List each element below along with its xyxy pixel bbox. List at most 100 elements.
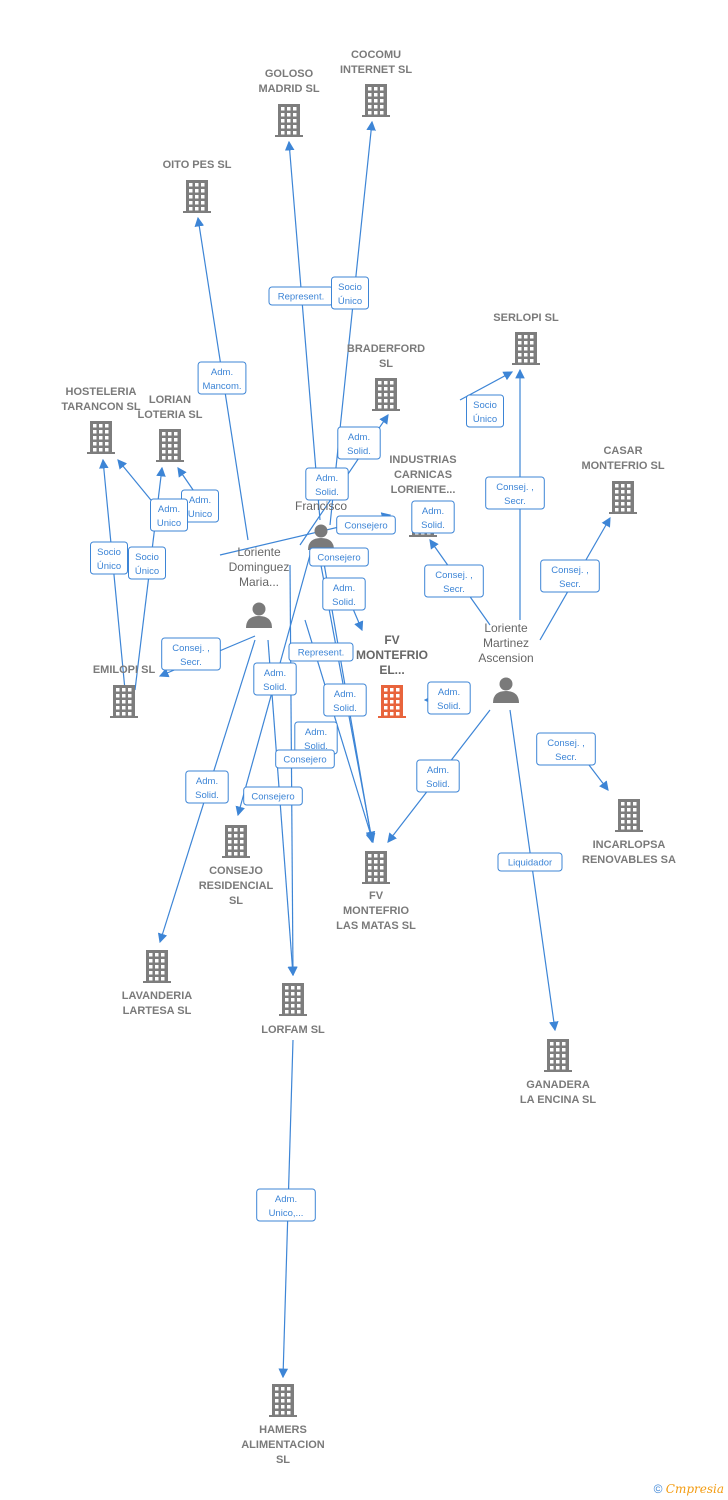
relation-tag-line: Socio	[338, 282, 362, 293]
person-ascension-label-line: Martinez	[483, 636, 529, 650]
relation-tag-line: Secr.	[504, 496, 526, 507]
company-casar-label-line: CASAR	[603, 445, 642, 457]
relation-tag-line: Adm.	[158, 504, 180, 515]
relation-tag-r6-text: Adm.Solid.	[315, 473, 339, 498]
company-serlopi-icon[interactable]	[512, 332, 540, 365]
relation-tag-r22[interactable]: Adm.Solid.	[323, 683, 367, 717]
relation-tag-line: Solid.	[304, 741, 328, 752]
company-incarlopsa-label-line: INCARLOPSA	[593, 839, 666, 851]
focus-company-label-line: EL...	[379, 663, 404, 677]
company-hamers-icon[interactable]	[269, 1384, 297, 1417]
relation-tag-r10[interactable]: Consejero	[336, 515, 396, 535]
relation-tag-r9[interactable]: Adm.Unico	[150, 498, 188, 532]
relation-tag-r22-text: Adm.Solid.	[333, 689, 357, 714]
relation-tag-r25[interactable]: Adm.Solid.	[185, 770, 229, 804]
relation-tag-line: Único	[338, 296, 362, 307]
company-braderford-icon[interactable]	[372, 378, 400, 411]
relation-tag-r30-text: Adm.Unico,...	[269, 1194, 304, 1219]
relation-tag-r8-text: Adm.Unico	[188, 495, 212, 520]
relation-tag-r28[interactable]: Consej. ,Secr.	[536, 732, 596, 766]
relation-tag-line: Represent.	[298, 648, 344, 659]
company-lorfam-label-line: LORFAM SL	[261, 1024, 325, 1036]
relation-tag-line: Consej. ,	[172, 643, 210, 654]
company-industrias-label-line: CARNICAS	[394, 469, 452, 481]
relation-tag-r1[interactable]: Represent.	[268, 286, 334, 306]
empresia-credit[interactable]: © Cmpresia	[654, 1482, 724, 1496]
company-lorfam-icon[interactable]	[279, 983, 307, 1016]
relation-tag-r5[interactable]: Adm. Solid.	[337, 426, 381, 460]
focus-company-icon[interactable]	[378, 685, 406, 718]
relation-tag-r17[interactable]: Adm.Solid.	[322, 577, 366, 611]
relation-tag-r7[interactable]: Consej. ,Secr.	[485, 476, 545, 510]
person-ascension-label-line: Ascension	[478, 651, 533, 665]
relation-tag-r15-text: Consej. ,Secr.	[435, 570, 473, 595]
company-ganadera-label-line: LA ENCINA SL	[520, 1094, 596, 1106]
relation-tag-line: Mancom.	[202, 381, 241, 392]
relation-tag-r15[interactable]: Consej. ,Secr.	[424, 564, 484, 598]
relation-edge	[267, 639, 298, 977]
company-fvmatas-label-line: MONTEFRIO	[343, 905, 409, 917]
company-consejo-label-line: RESIDENCIAL	[199, 880, 274, 892]
relation-tag-line: Consej. ,	[435, 570, 473, 581]
person-ascension-icon[interactable]	[493, 677, 519, 704]
empresia-logo-text: mpresia	[674, 1482, 724, 1496]
relation-tag-line: Secr.	[555, 752, 577, 763]
company-emilopi-icon[interactable]	[110, 685, 138, 718]
company-hosteleria-icon[interactable]	[87, 421, 115, 454]
relation-tag-r16[interactable]: Consej. ,Secr.	[540, 559, 600, 593]
relation-tag-r19-text: Adm.Solid.	[263, 668, 287, 693]
company-fvmatas-icon[interactable]	[362, 851, 390, 884]
company-casar-icon[interactable]	[609, 481, 637, 514]
company-goloso-icon[interactable]	[275, 104, 303, 137]
relation-edge	[284, 140, 321, 521]
relation-tag-line: Adm.	[264, 668, 286, 679]
person-maria-icon[interactable]	[246, 602, 272, 629]
relation-tag-r11[interactable]: Adm.Solid.	[411, 500, 455, 534]
relation-tag-r29[interactable]: Liquidador	[497, 852, 563, 872]
relation-tag-r6[interactable]: Adm.Solid.	[305, 467, 349, 501]
relation-tag-r3[interactable]: Adm.Mancom.	[197, 361, 247, 395]
relation-tag-line: Socio	[135, 552, 159, 563]
company-lavanderia-icon[interactable]	[143, 950, 171, 983]
relation-tag-line: Adm.	[275, 1194, 297, 1205]
relation-tag-line: Solid.	[347, 446, 371, 457]
relation-tag-r14[interactable]: Consejero	[309, 547, 369, 567]
relation-tag-r19[interactable]: Adm.Solid.	[253, 662, 297, 696]
company-hosteleria-label-line: HOSTELERIA	[66, 386, 137, 398]
relation-tag-r24[interactable]: Consejero	[275, 749, 335, 769]
relation-tag-r26[interactable]: Consejero	[243, 786, 303, 806]
relation-tag-line: Adm.	[348, 432, 370, 443]
relation-tag-r20[interactable]: Represent.	[288, 642, 354, 662]
relation-tag-line: Solid.	[195, 790, 219, 801]
relation-tag-line: Secr.	[180, 657, 202, 668]
person-maria-label-line: Dominguez	[229, 560, 290, 574]
company-cocomu-label-line: INTERNET SL	[340, 64, 412, 76]
company-lorian-icon[interactable]	[156, 429, 184, 462]
company-cocomu-icon[interactable]	[362, 84, 390, 117]
relation-tag-r10-text: Consejero	[344, 521, 387, 532]
relation-tag-r30[interactable]: Adm.Unico,...	[256, 1188, 316, 1222]
relation-tag-line: Solid.	[421, 520, 445, 531]
company-consejo-icon[interactable]	[222, 825, 250, 858]
relation-tag-r27[interactable]: Adm.Solid.	[416, 759, 460, 793]
relation-tag-r21[interactable]: Adm.Solid.	[427, 681, 471, 715]
relation-tag-r23[interactable]: Adm.Solid.	[294, 721, 338, 755]
company-incarlopsa-icon[interactable]	[615, 799, 643, 832]
person-francisco-icon[interactable]	[308, 524, 334, 551]
company-ganadera-icon[interactable]	[544, 1039, 572, 1072]
company-hamers-label-line: ALIMENTACION	[241, 1439, 325, 1451]
company-oito-icon[interactable]	[183, 180, 211, 213]
relation-edge	[329, 120, 376, 526]
relation-tag-r18[interactable]: Consej. , Secr.	[161, 637, 221, 671]
company-industrias-label-line: LORIENTE...	[391, 484, 456, 496]
